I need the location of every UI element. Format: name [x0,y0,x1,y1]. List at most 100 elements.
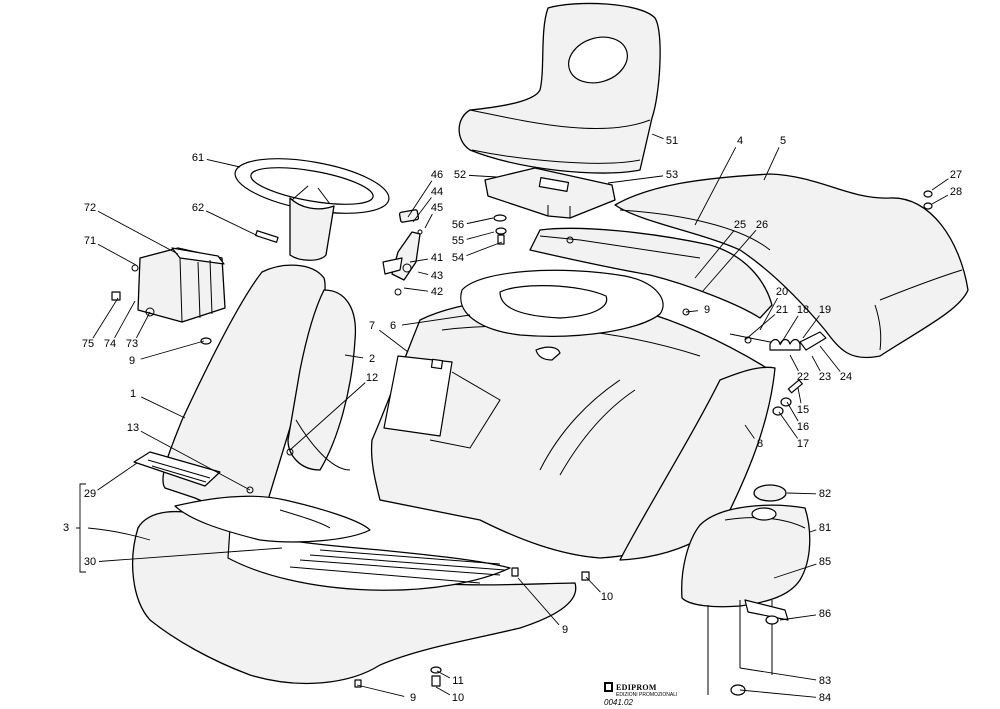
loose-fasteners [246,190,933,688]
callout-c2: 2 [369,353,375,365]
ediprom-logo: EDIPROM EDIZIONI PROMOZIONALI [604,682,677,698]
callout-c61: 61 [192,152,204,164]
callout-c85: 85 [819,556,831,568]
pin-part-62 [255,230,279,243]
leader-c82 [786,492,817,495]
leader-c22 [789,354,799,372]
leader-c73 [136,311,151,339]
callout-c20: 20 [776,286,788,298]
callout-c55: 55 [452,235,464,247]
group-bracket [76,483,86,573]
leader-c46 [407,180,433,218]
callout-c52: 52 [454,169,466,181]
callout-c11: 11 [452,675,463,687]
leader-c62 [205,210,259,237]
leader-c9d [356,684,405,697]
seat [458,2,661,174]
leader-c41 [409,258,429,263]
leader-c6 [401,314,471,326]
leader-c52 [468,174,498,178]
callout-c56: 56 [452,219,464,231]
callout-c22: 22 [797,371,809,383]
lever-assembly [382,209,423,296]
leader-c51 [651,133,664,140]
leader-c13 [140,430,251,491]
group-leader-3 [87,527,151,541]
callout-c71: 71 [84,235,96,247]
callout-c81: 81 [819,522,831,534]
callout-c19: 19 [819,304,831,316]
callout-c10a: 10 [601,591,613,603]
leader-c1 [140,396,186,419]
callout-c9b: 9 [704,304,710,316]
leader-c18 [779,315,799,346]
leader-c85 [773,563,817,579]
callout-c25: 25 [734,219,746,231]
callout-c86: 86 [819,608,831,620]
callout-c62: 62 [192,202,204,214]
brand-tagline: EDIZIONI PROMOZIONALI [616,692,677,698]
callout-c54: 54 [452,252,464,264]
callout-c21: 21 [776,304,788,316]
inner-floor-tray [174,495,371,543]
fuel-tank [681,484,811,696]
leader-c27 [931,178,949,191]
callout-c73: 73 [126,338,138,350]
leader-c43 [417,271,429,275]
callout-c9d: 9 [410,692,416,704]
leader-c54 [466,241,503,257]
leader-c10a [585,576,601,593]
callout-c41: 41 [431,252,443,264]
callout-c27: 27 [950,169,962,181]
leader-c42 [403,287,429,292]
leader-c10b [435,686,451,696]
leader-c45 [424,213,433,229]
leader-c81 [809,529,817,533]
callout-c42: 42 [431,286,443,298]
access-cover [383,355,501,449]
leader-c25 [694,230,735,279]
brand-logo-text: EDIPROM [616,683,657,692]
callout-c83: 83 [819,675,831,687]
leader-c16 [786,401,799,422]
callout-c5: 5 [780,135,786,147]
leader-c19 [802,315,820,339]
callout-c24: 24 [840,371,852,383]
leader-c9b [685,310,699,313]
callout-c46: 46 [431,169,443,181]
hood-seat-pan [460,269,664,337]
leader-c83 [739,667,817,681]
leader-c4 [694,146,737,226]
leader-c71 [97,243,137,266]
leader-c74 [114,300,136,339]
callout-c74: 74 [104,338,116,350]
leader-c15 [797,387,802,404]
callout-c15: 15 [797,404,809,416]
callout-c45: 45 [431,202,443,214]
steering-wheel [234,158,390,261]
seat-bracket [484,167,616,219]
callout-c18: 18 [797,304,809,316]
callout-c13: 13 [127,422,139,434]
leader-c12 [289,382,366,451]
leader-c84 [739,689,817,698]
callout-c43: 43 [431,270,443,282]
callout-c9a: 9 [129,355,135,367]
footboard-base [131,510,577,685]
leader-c5 [763,147,780,181]
leader-c9c [517,577,560,626]
leader-c11 [436,670,451,679]
seat-backrest-recess [568,36,628,84]
rear-deck-panel [529,227,773,319]
callout-c28: 28 [950,186,962,198]
callout-c6: 6 [390,320,396,332]
callout-c84: 84 [819,692,831,704]
leader-c56 [466,217,494,225]
callout-c72: 72 [84,202,96,214]
callout-c53: 53 [666,169,678,181]
callout-c17: 17 [797,438,809,450]
callout-c10b: 10 [452,692,464,704]
leader-c53 [607,175,664,184]
callout-c30: 30 [84,556,96,568]
